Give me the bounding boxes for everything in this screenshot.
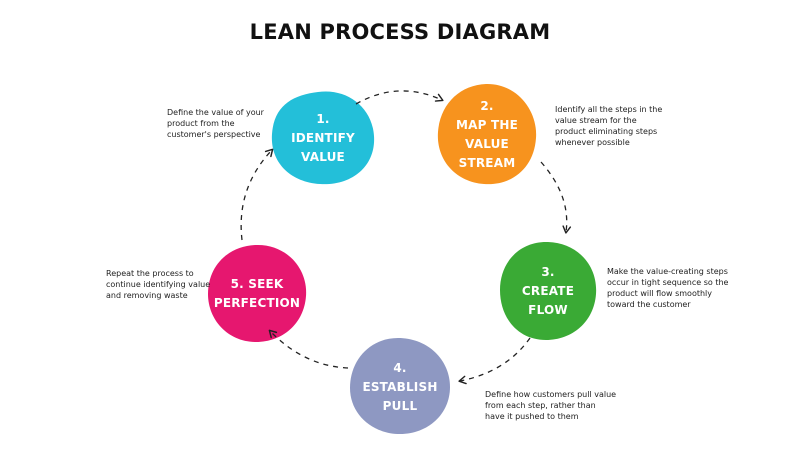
step-2-description: Identify all the steps in the value stre… [555,105,663,147]
diagram-title: LEAN PROCESS DIAGRAM [249,20,551,44]
step-5-label: 5. SEEK PERFECTION [213,276,301,310]
step-3-label: 3. CREATE FLOW [521,264,575,317]
step-5-description: Repeat the process to continue identifyi… [106,269,211,300]
step-4-label: 4. ESTABLISH PULL [362,360,438,413]
arrow-3-to-4 [458,337,531,385]
step-3-circle [500,241,597,340]
arrow-1-to-2 [355,90,444,105]
arrow-2-to-3 [540,161,572,234]
step-1-circle [271,91,375,185]
arrow-5-to-1 [240,148,274,241]
step-1-description: Define the value of your product from th… [167,108,264,139]
step-2-label: 2. MAP THE VALUE STREAM [455,98,519,170]
step-3-description: Make the value-creating steps occur in t… [607,267,729,309]
step-4-description: Define how customers pull value from eac… [485,390,617,421]
step-1-label: 1. IDENTIFY VALUE [291,111,355,164]
step-5-circle [208,244,307,342]
arrow-4-to-5 [268,329,349,369]
step-4-circle [350,338,450,434]
step-2-circle [437,83,537,185]
